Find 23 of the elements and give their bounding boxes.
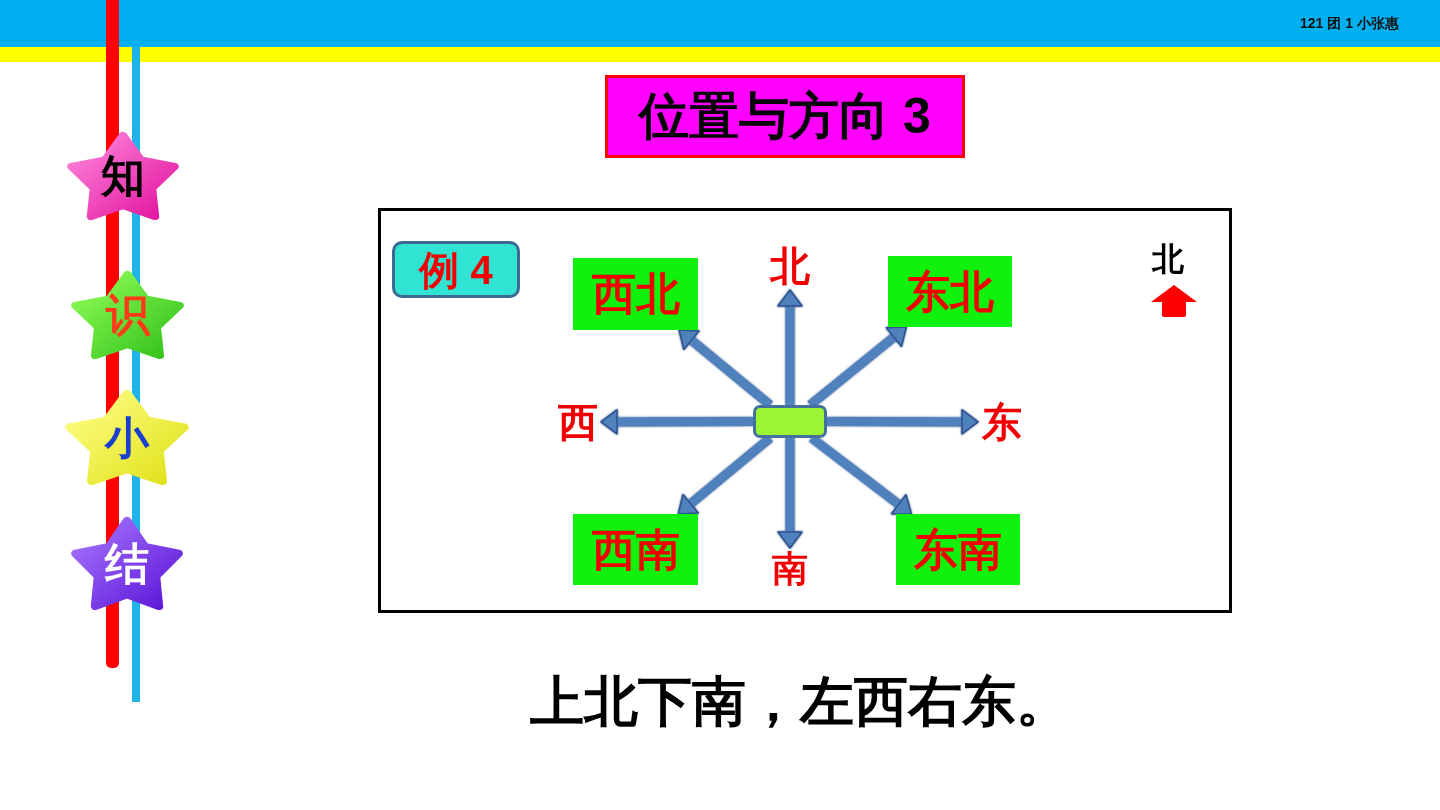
direction-label: 西 (555, 399, 601, 445)
header-text: 121 团 1 小张惠 (1300, 16, 1399, 32)
arrow (777, 289, 803, 405)
direction-box: 东北 (888, 256, 1012, 327)
direction-box: 西南 (573, 514, 698, 585)
example-tag: 例 4 (392, 241, 520, 298)
center-block (753, 405, 827, 438)
star-badge: 知 (66, 131, 180, 221)
direction-box: 东南 (896, 514, 1020, 585)
compass-label: 北 (1152, 242, 1184, 278)
direction-box: 西北 (573, 258, 698, 330)
title-banner: 位置与方向 3 (605, 75, 965, 158)
arrow (777, 438, 803, 549)
direction-label: 北 (766, 242, 814, 290)
arrow (827, 409, 979, 435)
direction-label: 南 (769, 548, 811, 590)
diagram-frame (378, 208, 1232, 613)
star-badge: 结 (70, 516, 184, 611)
caption-text: 上北下南，左西右东。 (530, 672, 1070, 732)
star-badge: 识 (70, 270, 185, 360)
direction-label: 东 (978, 399, 1026, 445)
star-badge: 小 (64, 389, 190, 486)
arrow (600, 409, 753, 435)
